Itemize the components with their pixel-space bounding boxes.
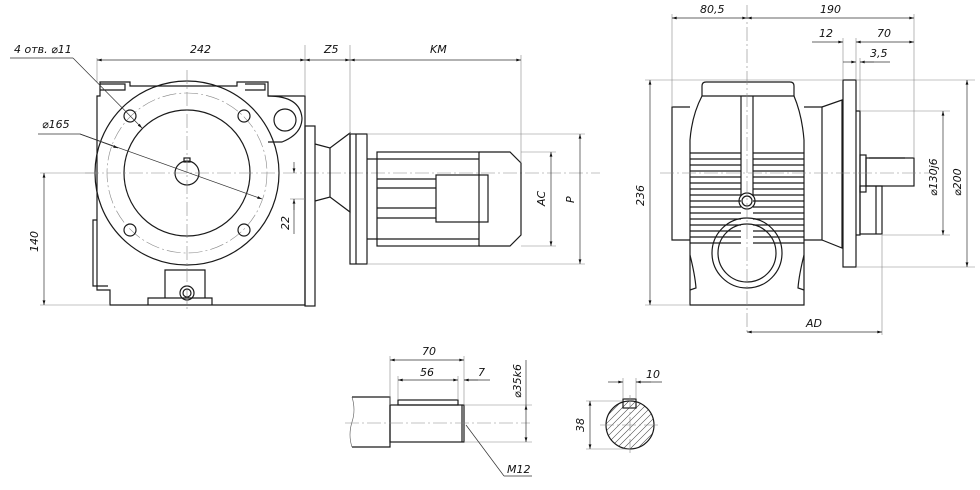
dimension-190: 190 (747, 3, 915, 158)
dimension-200: ⌀200 (856, 79, 975, 268)
dimension-p: P (367, 133, 585, 265)
dim-label: 236 (634, 185, 647, 206)
dim-label: ⌀130j6 (927, 158, 940, 196)
bolt-hole (237, 223, 251, 237)
dim-label: 70 (877, 27, 891, 40)
dim-label: AD (805, 317, 822, 330)
hatch-line (651, 401, 654, 449)
dimension-80-5: 80,5 (671, 3, 747, 107)
gearbox-housing (92, 81, 306, 306)
hatch-line (606, 401, 629, 449)
front-view: 242 Z5 KM 4 отв. ⌀11 ⌀165 (10, 43, 600, 310)
dimension-236: 236 (634, 79, 843, 306)
hatch-line (540, 395, 600, 455)
dim-label: 12 (819, 27, 833, 40)
side-view: 80,5 190 12 70 3,5 (634, 3, 975, 335)
dimension-ac: AC (521, 151, 556, 247)
dimension-130j6: ⌀130j6 (860, 110, 950, 236)
dimension-242: 242 (96, 43, 306, 96)
dim-label: ⌀165 (42, 118, 70, 131)
dimension-140: 140 (28, 172, 110, 306)
output-side-flange (842, 79, 915, 268)
dimension-165: ⌀165 (38, 118, 263, 200)
shaft-detail: 70 56 7 ⌀35k6 M12 (345, 345, 532, 477)
dimension-z5: Z5 (304, 43, 351, 134)
hatch-line (659, 395, 719, 455)
dimension-12: 12 70 (812, 27, 914, 80)
dim-label: M12 (507, 463, 531, 476)
dim-label: 190 (820, 3, 841, 16)
dim-label: 22 (279, 216, 292, 230)
gearbox-body (671, 81, 843, 306)
dim-label: KM (430, 43, 447, 56)
hatch-line (623, 401, 654, 449)
dim-label: 70 (422, 345, 436, 358)
dim-label: 3,5 (870, 47, 888, 60)
dimension-ad: AD (747, 317, 882, 334)
dim-label: ⌀200 (951, 168, 964, 196)
dim-label: 38 (574, 418, 587, 432)
hatch-line (606, 401, 636, 449)
bolt-hole (123, 223, 137, 237)
dim-label: ⌀35k6 (511, 364, 524, 398)
dim-label: 80,5 (700, 3, 725, 16)
dimension-22: 22 (279, 162, 305, 234)
dim-label: P (564, 196, 577, 203)
holes-leader: 4 отв. ⌀11 (10, 43, 143, 129)
key-section: 10 38 (540, 368, 719, 455)
dim-label: 7 (478, 366, 485, 379)
cooling-fins (690, 152, 804, 244)
dim-label: 242 (190, 43, 211, 56)
dim-label: 140 (28, 231, 41, 252)
bolt-hole (237, 109, 251, 123)
hatch-line (630, 401, 654, 449)
dim-label: 56 (420, 366, 434, 379)
bolt-hole (123, 109, 137, 123)
dimension-km: KM (349, 43, 522, 163)
motor (304, 125, 522, 307)
dim-label: 10 (646, 368, 660, 381)
dimension-3-5: 3,5 (843, 47, 890, 111)
dim-label: 4 отв. ⌀11 (14, 43, 72, 56)
dim-label: Z5 (323, 43, 339, 56)
dim-label: AC (535, 190, 548, 207)
